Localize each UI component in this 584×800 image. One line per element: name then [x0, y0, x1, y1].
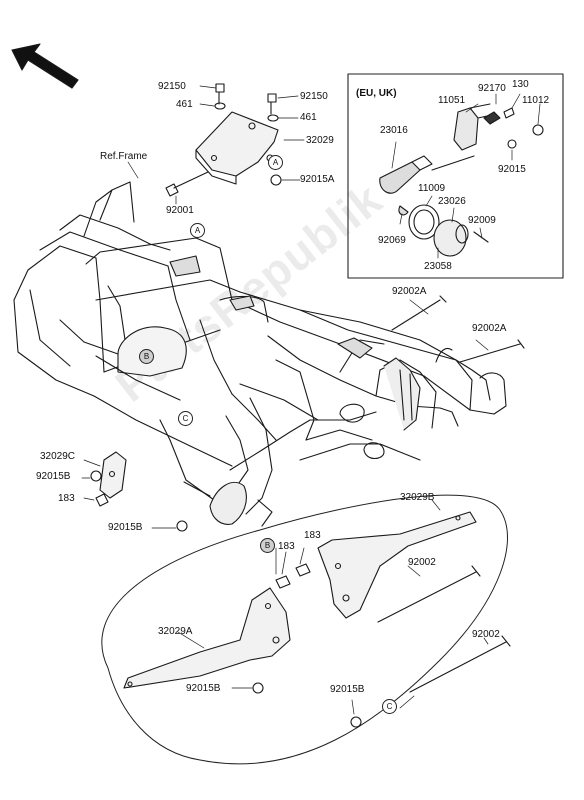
bracket-32029C: [99, 451, 127, 499]
bracket-32029A: [123, 587, 291, 689]
bolt-92002-lower: [409, 635, 511, 693]
label-92015B-mid: 92015B: [186, 683, 221, 694]
eu-uk-inset-box: [347, 73, 564, 279]
label-183-left: 183: [58, 493, 75, 504]
nut-92015B-left: [90, 470, 102, 482]
bolt-183-pair-1: [275, 575, 291, 589]
ref-marker-A-top: A: [268, 155, 283, 170]
bolt-92002A-upper: [391, 295, 447, 331]
label-92170: 92170: [478, 83, 506, 94]
bolt-92002A-lower: [459, 339, 525, 363]
label-23016: 23016: [380, 125, 408, 136]
label-92069: 92069: [378, 235, 406, 246]
nut-92015A: [270, 174, 282, 186]
bolt-92150-left: [215, 83, 225, 105]
label-92002-mid: 92002: [408, 557, 436, 568]
inset-socket-23016: [379, 161, 421, 194]
bolt-92001: [165, 171, 209, 197]
washer-461-left: [214, 102, 226, 110]
bolt-92150-right: [267, 93, 277, 115]
inset-nut-11012: [532, 124, 544, 136]
bolt-92002-mid: [377, 565, 481, 623]
label-ref-frame: Ref.Frame: [100, 151, 148, 162]
label-92015-inset: 92015: [498, 164, 526, 175]
bolt-183-left: [95, 493, 109, 507]
label-92015B-left: 92015B: [36, 471, 71, 482]
label-92150-right: 92150: [300, 91, 328, 102]
inset-bulb-92069: [398, 205, 409, 216]
label-23058: 23058: [424, 261, 452, 272]
label-32029: 32029: [306, 135, 334, 146]
nut-92015B-lower: [350, 716, 362, 728]
label-23026: 23026: [438, 196, 466, 207]
label-32029A: 32029A: [158, 626, 193, 637]
inset-screw-130: [503, 107, 515, 119]
label-92002-lower: 92002: [472, 629, 500, 640]
nut-92015B-mid: [252, 682, 264, 694]
label-461-left: 461: [176, 99, 193, 110]
washer-461-right: [267, 114, 279, 122]
inset-wire-23058: [431, 155, 475, 171]
inset-screw-92009: [473, 231, 489, 243]
label-183-pair-2: 183: [304, 530, 321, 541]
label-11012: 11012: [522, 95, 550, 106]
ref-marker-A-frame: A: [190, 223, 205, 238]
label-92015B-lower: 92015B: [330, 684, 365, 695]
front-direction-arrow: [11, 43, 79, 89]
inset-nut-92015: [507, 139, 517, 149]
inset-title: (EU, UK): [356, 88, 397, 99]
nut-92015B-lower-left: [176, 520, 188, 532]
label-130: 130: [512, 79, 529, 90]
label-92002A-lower: 92002A: [472, 323, 507, 334]
label-92150-left: 92150: [158, 81, 186, 92]
inset-lens-23026: [433, 219, 467, 257]
bracket-32029B: [317, 511, 477, 619]
inset-ring-11009: [408, 204, 440, 240]
lower-assembly-outline: [101, 494, 508, 765]
label-92015A: 92015A: [300, 174, 335, 185]
label-92015B-frame: 92015B: [108, 522, 143, 533]
main-frame: [13, 181, 507, 527]
top-bracket-32029: [195, 111, 279, 177]
ref-marker-C-frame: C: [178, 411, 193, 426]
ref-marker-B-lower: B: [260, 538, 275, 553]
inset-part-92170: [483, 111, 501, 125]
label-32029B: 32029B: [400, 492, 435, 503]
label-32029C: 32029C: [40, 451, 76, 462]
label-11051: 11051: [438, 95, 466, 106]
label-11009: 11009: [418, 183, 446, 194]
label-92002A-upper: 92002A: [392, 286, 427, 297]
label-183-pair-1: 183: [278, 541, 295, 552]
label-92009: 92009: [468, 215, 496, 226]
ref-marker-C-lower: C: [382, 699, 397, 714]
ref-marker-B-frame: B: [139, 349, 154, 364]
label-461-right: 461: [300, 112, 317, 123]
label-92001: 92001: [166, 205, 194, 216]
inset-bracket-11051: [453, 107, 479, 151]
bolt-183-pair-2: [295, 563, 311, 577]
